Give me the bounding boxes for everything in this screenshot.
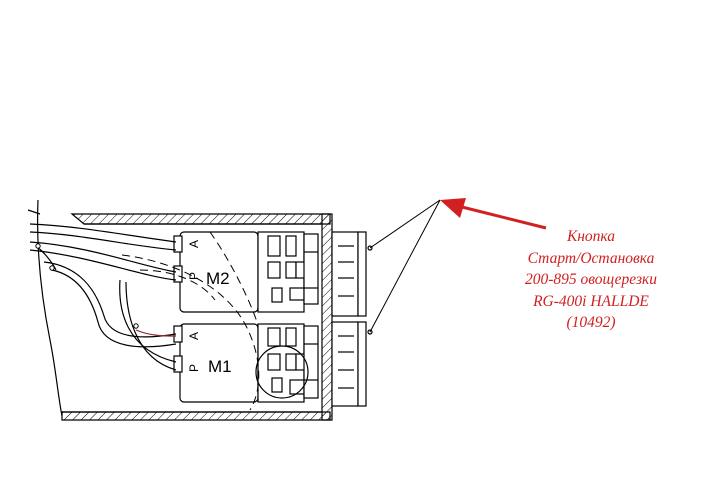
housing-right-wall xyxy=(321,213,333,421)
contact-letter-a-lower: A xyxy=(187,332,201,340)
callout-line-5: (10492) xyxy=(566,314,616,331)
callout-arrow xyxy=(440,198,547,230)
callout-line-2: Старт/Остановка xyxy=(527,249,655,267)
housing-top-wall xyxy=(70,213,331,225)
cable-terminal-dots xyxy=(35,243,139,329)
callout-line-3: 200-895 овощерезки xyxy=(525,271,657,288)
lower-switch-module xyxy=(173,323,319,403)
motor-label-m2: M2 xyxy=(206,269,230,288)
callout-leader-lines xyxy=(369,199,441,333)
lower-dial-circle xyxy=(255,345,309,399)
callout-line-1: Кнопка xyxy=(566,228,616,245)
contact-letter-p-lower: P xyxy=(187,364,201,372)
switch-buttons xyxy=(331,231,373,407)
housing-bottom-wall xyxy=(61,411,331,421)
housing xyxy=(61,213,333,421)
contact-letter-a-upper: A xyxy=(187,240,201,248)
lower-switch-button xyxy=(331,321,359,407)
upper-switch-button xyxy=(331,231,359,317)
callout-line-4: RG-400i HALLDE xyxy=(533,292,649,310)
contact-letter-p-upper: P xyxy=(187,272,201,280)
dashed-hidden-lines xyxy=(121,231,260,411)
upper-switch-module xyxy=(173,231,319,313)
cables xyxy=(27,199,177,417)
callout-caption: Кнопка Старт/Остановка 200-895 овощерезк… xyxy=(478,226,704,334)
motor-label-m1: M1 xyxy=(208,357,232,376)
